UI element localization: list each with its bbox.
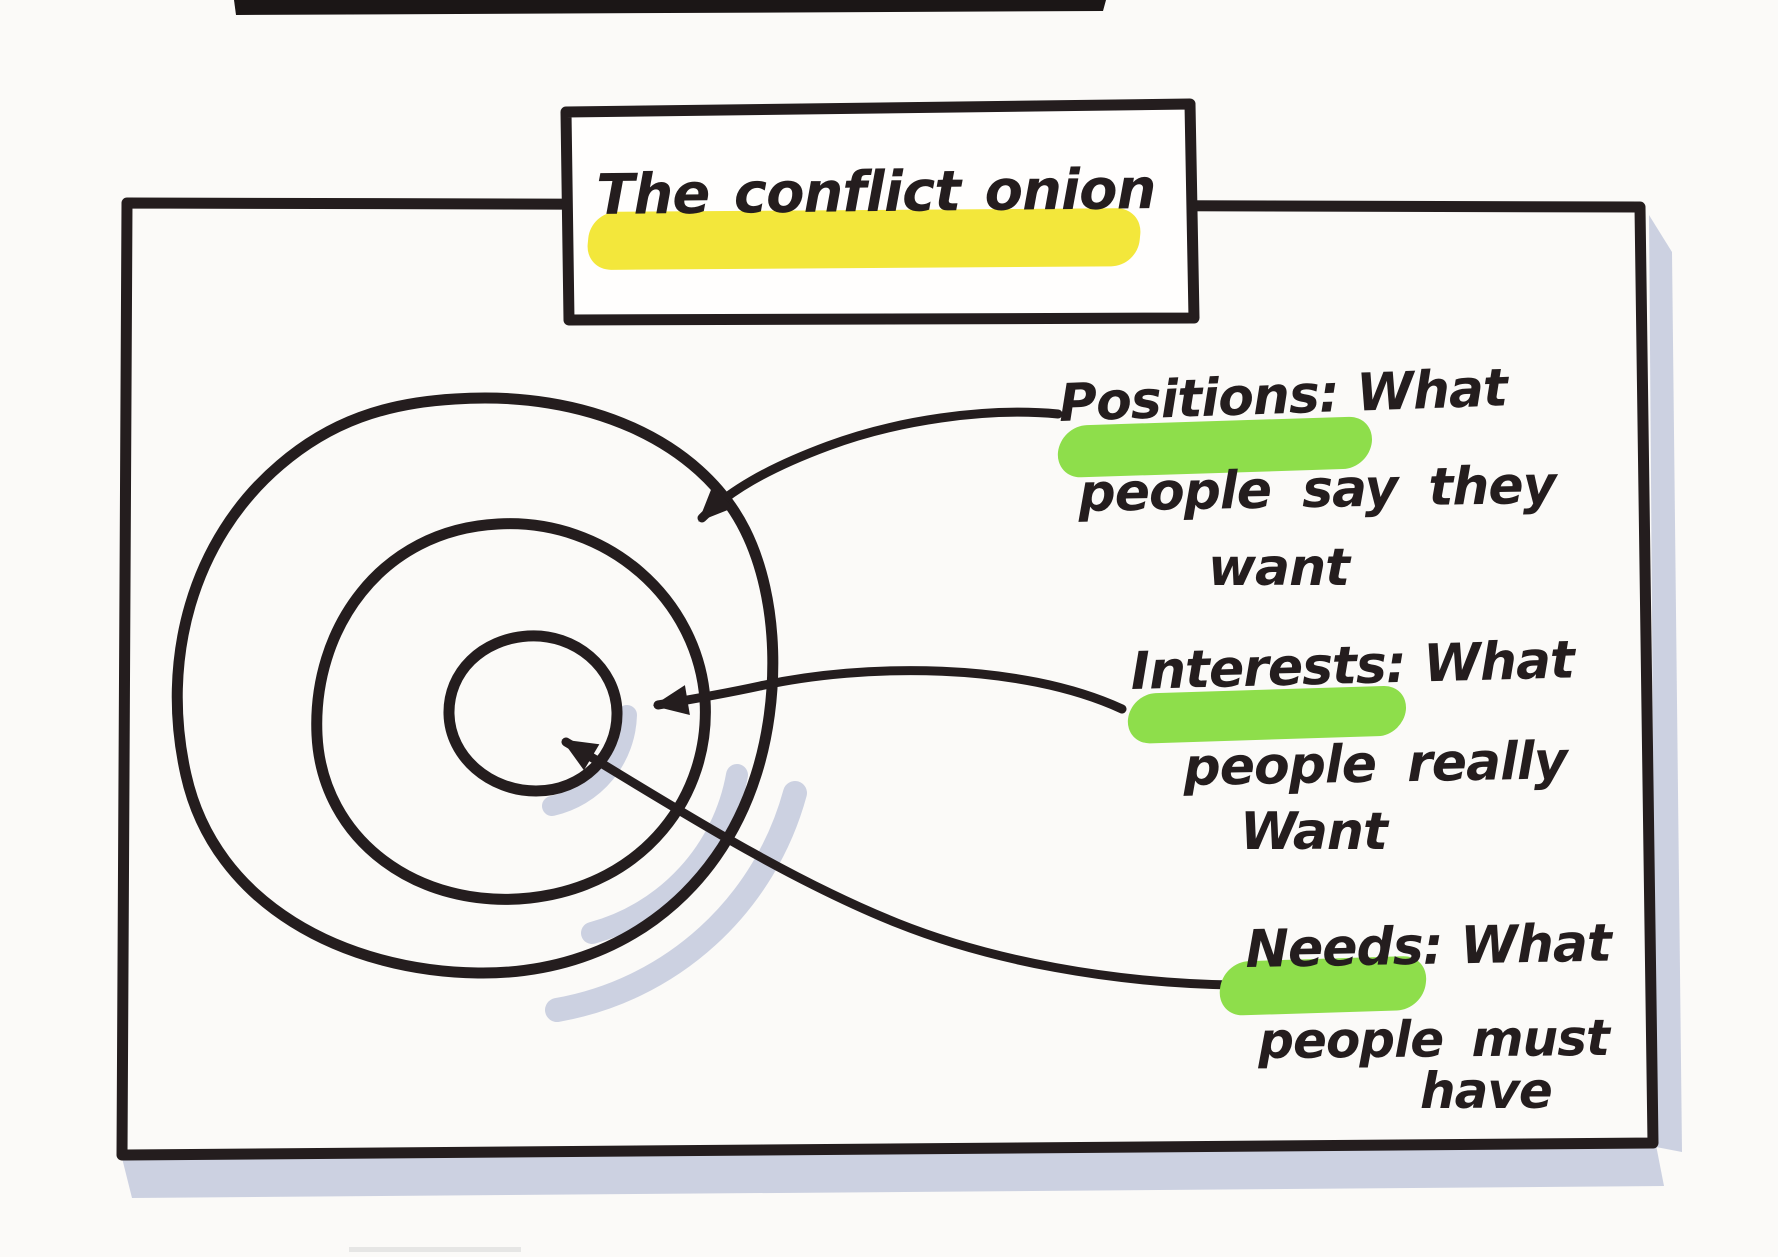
positions-arrow (697, 407, 1063, 523)
positions-term: Positions: (1057, 364, 1340, 434)
onion-ring-outer (171, 392, 779, 979)
positions-def-line1: What (1355, 358, 1508, 424)
scan-mark-bottom (349, 1247, 521, 1252)
positions-def-line3: want (1208, 538, 1350, 598)
positions-def-line2: people say they (1077, 455, 1557, 524)
needs-def-line3: have (1420, 1062, 1553, 1120)
onion-ring-middle (311, 518, 711, 905)
needs-arrow (561, 737, 1238, 990)
needs-term: Needs: (1244, 916, 1443, 980)
interests-def-line1: What (1422, 630, 1575, 695)
interests-headline: Interests:What (1130, 630, 1575, 702)
needs-def-line2: people must (1257, 1008, 1610, 1070)
middle-ring-shadow (581, 764, 748, 944)
needs-headline: Needs:What (1245, 914, 1611, 980)
onion-ring-inner (443, 630, 623, 797)
positions-headline: Positions:What (1058, 358, 1508, 434)
interests-arrow (653, 666, 1127, 716)
frame-shadow-bottom (122, 1145, 1664, 1198)
inner-ring-shadow (542, 705, 637, 816)
needs-def-line1: What (1459, 913, 1612, 977)
interests-term: Interests: (1129, 634, 1407, 702)
outer-ring-shadow (545, 781, 807, 1022)
scan-edge-strip-top (234, 0, 1106, 15)
page-title: The conflict onion (595, 157, 1156, 228)
interests-def-line2: people really (1182, 731, 1568, 798)
frame-shadow-right (1649, 215, 1682, 1152)
interests-def-line3: Want (1240, 802, 1388, 862)
